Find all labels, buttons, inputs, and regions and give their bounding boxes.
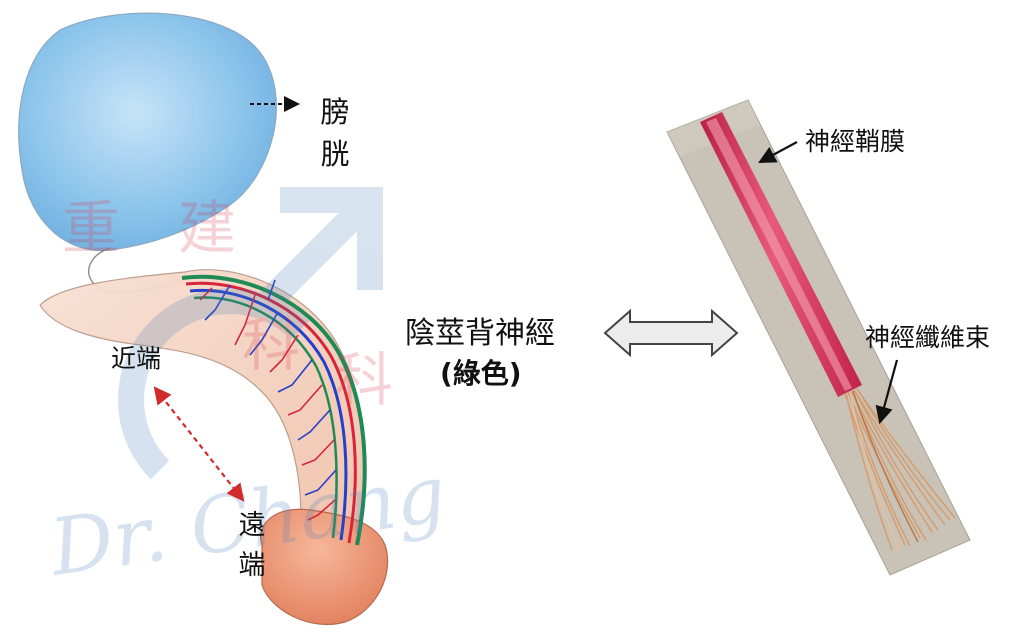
distal-label-char-2: 端	[238, 550, 266, 581]
green-note-label: (綠色)	[440, 357, 522, 390]
bladder	[18, 12, 277, 252]
anatomy-drawing	[18, 12, 389, 626]
copper-fibers	[844, 388, 956, 553]
fiber-pointer-arrow	[875, 359, 899, 425]
proximal-distal-arrow	[153, 386, 245, 502]
proximal-label: 近端	[111, 344, 162, 373]
watermark-char-2: 建	[178, 194, 236, 262]
distal-label-char-1: 遠	[238, 510, 266, 541]
watermark-char-3: 科	[242, 311, 300, 379]
penis-shaft	[39, 269, 365, 549]
glans	[260, 508, 389, 626]
dorsal-nerve-label: 陰莖背神經	[405, 316, 555, 351]
watermark-char-1: 重	[62, 194, 120, 262]
dorsal-artery-red	[185, 281, 357, 544]
dorsal-nerve-green	[181, 274, 367, 546]
sheath-pointer-arrow	[758, 141, 798, 164]
double-arrow-icon	[603, 308, 739, 358]
watermark-char-4: 科	[335, 346, 393, 414]
bladder-label-char-1: 膀	[320, 95, 350, 129]
nerve-sheath-label: 神經鞘膜	[805, 127, 906, 156]
vessel-branches	[199, 279, 337, 521]
dorsal-nerve-green-inner	[193, 296, 338, 539]
bladder-label-char-2: 胱	[320, 137, 350, 171]
nerve-fiber-bundle-label: 神經纖維束	[865, 323, 991, 352]
dorsal-vein-blue	[189, 288, 348, 541]
watermark-male-symbol	[118, 187, 383, 480]
cable-photo	[666, 99, 971, 576]
